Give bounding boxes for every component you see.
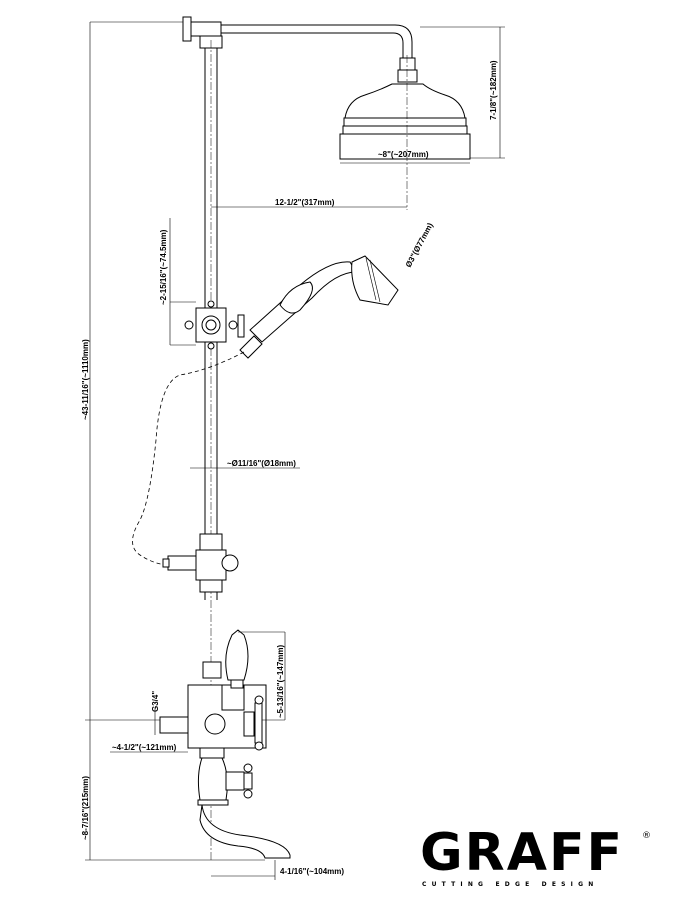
shower-arm (182, 16, 413, 58)
dim-valve-height: ~5-13/16"(~147mm) (276, 644, 285, 718)
dim-valve-projection: ~4-1/2"(~121mm) (112, 743, 177, 752)
dim-overall-height: ~43-11/16"(~1110mm) (81, 339, 90, 420)
handshower (239, 255, 399, 359)
handshower-holder (184, 300, 245, 350)
dim-pole-diameter: ~Ø11/16"(Ø18mm) (227, 459, 296, 468)
dim-spout-reach: 4-1/16"(~104mm) (280, 867, 344, 876)
logo-tagline: CUTTING EDGE DESIGN (422, 881, 598, 888)
dim-spout-height: ~8-7/16"(215mm) (81, 776, 90, 840)
dim-holder-height: ~2-15/16"(~74.5mm) (159, 229, 168, 305)
rain-shower-head (339, 55, 471, 210)
tub-spout (197, 747, 291, 859)
dim-inlet-thread: G3/4" (151, 691, 160, 712)
diverter (162, 533, 239, 593)
graff-logo: GRAFF ® CUTTING EDGE DESIGN (420, 823, 651, 888)
logo-brand: GRAFF (420, 823, 624, 883)
dim-head-width: ~8"(~207mm) (378, 150, 429, 159)
hose (132, 351, 245, 566)
dim-arm-reach: 12-1/2"(317mm) (275, 198, 335, 207)
dim-handshower-diameter: Ø3"(Ø77mm) (404, 221, 435, 269)
valve-body (159, 629, 267, 751)
dim-head-height: 7-1/8"(~182mm) (489, 60, 498, 120)
dimension-lines (85, 21, 505, 880)
logo-registered: ® (642, 831, 651, 841)
